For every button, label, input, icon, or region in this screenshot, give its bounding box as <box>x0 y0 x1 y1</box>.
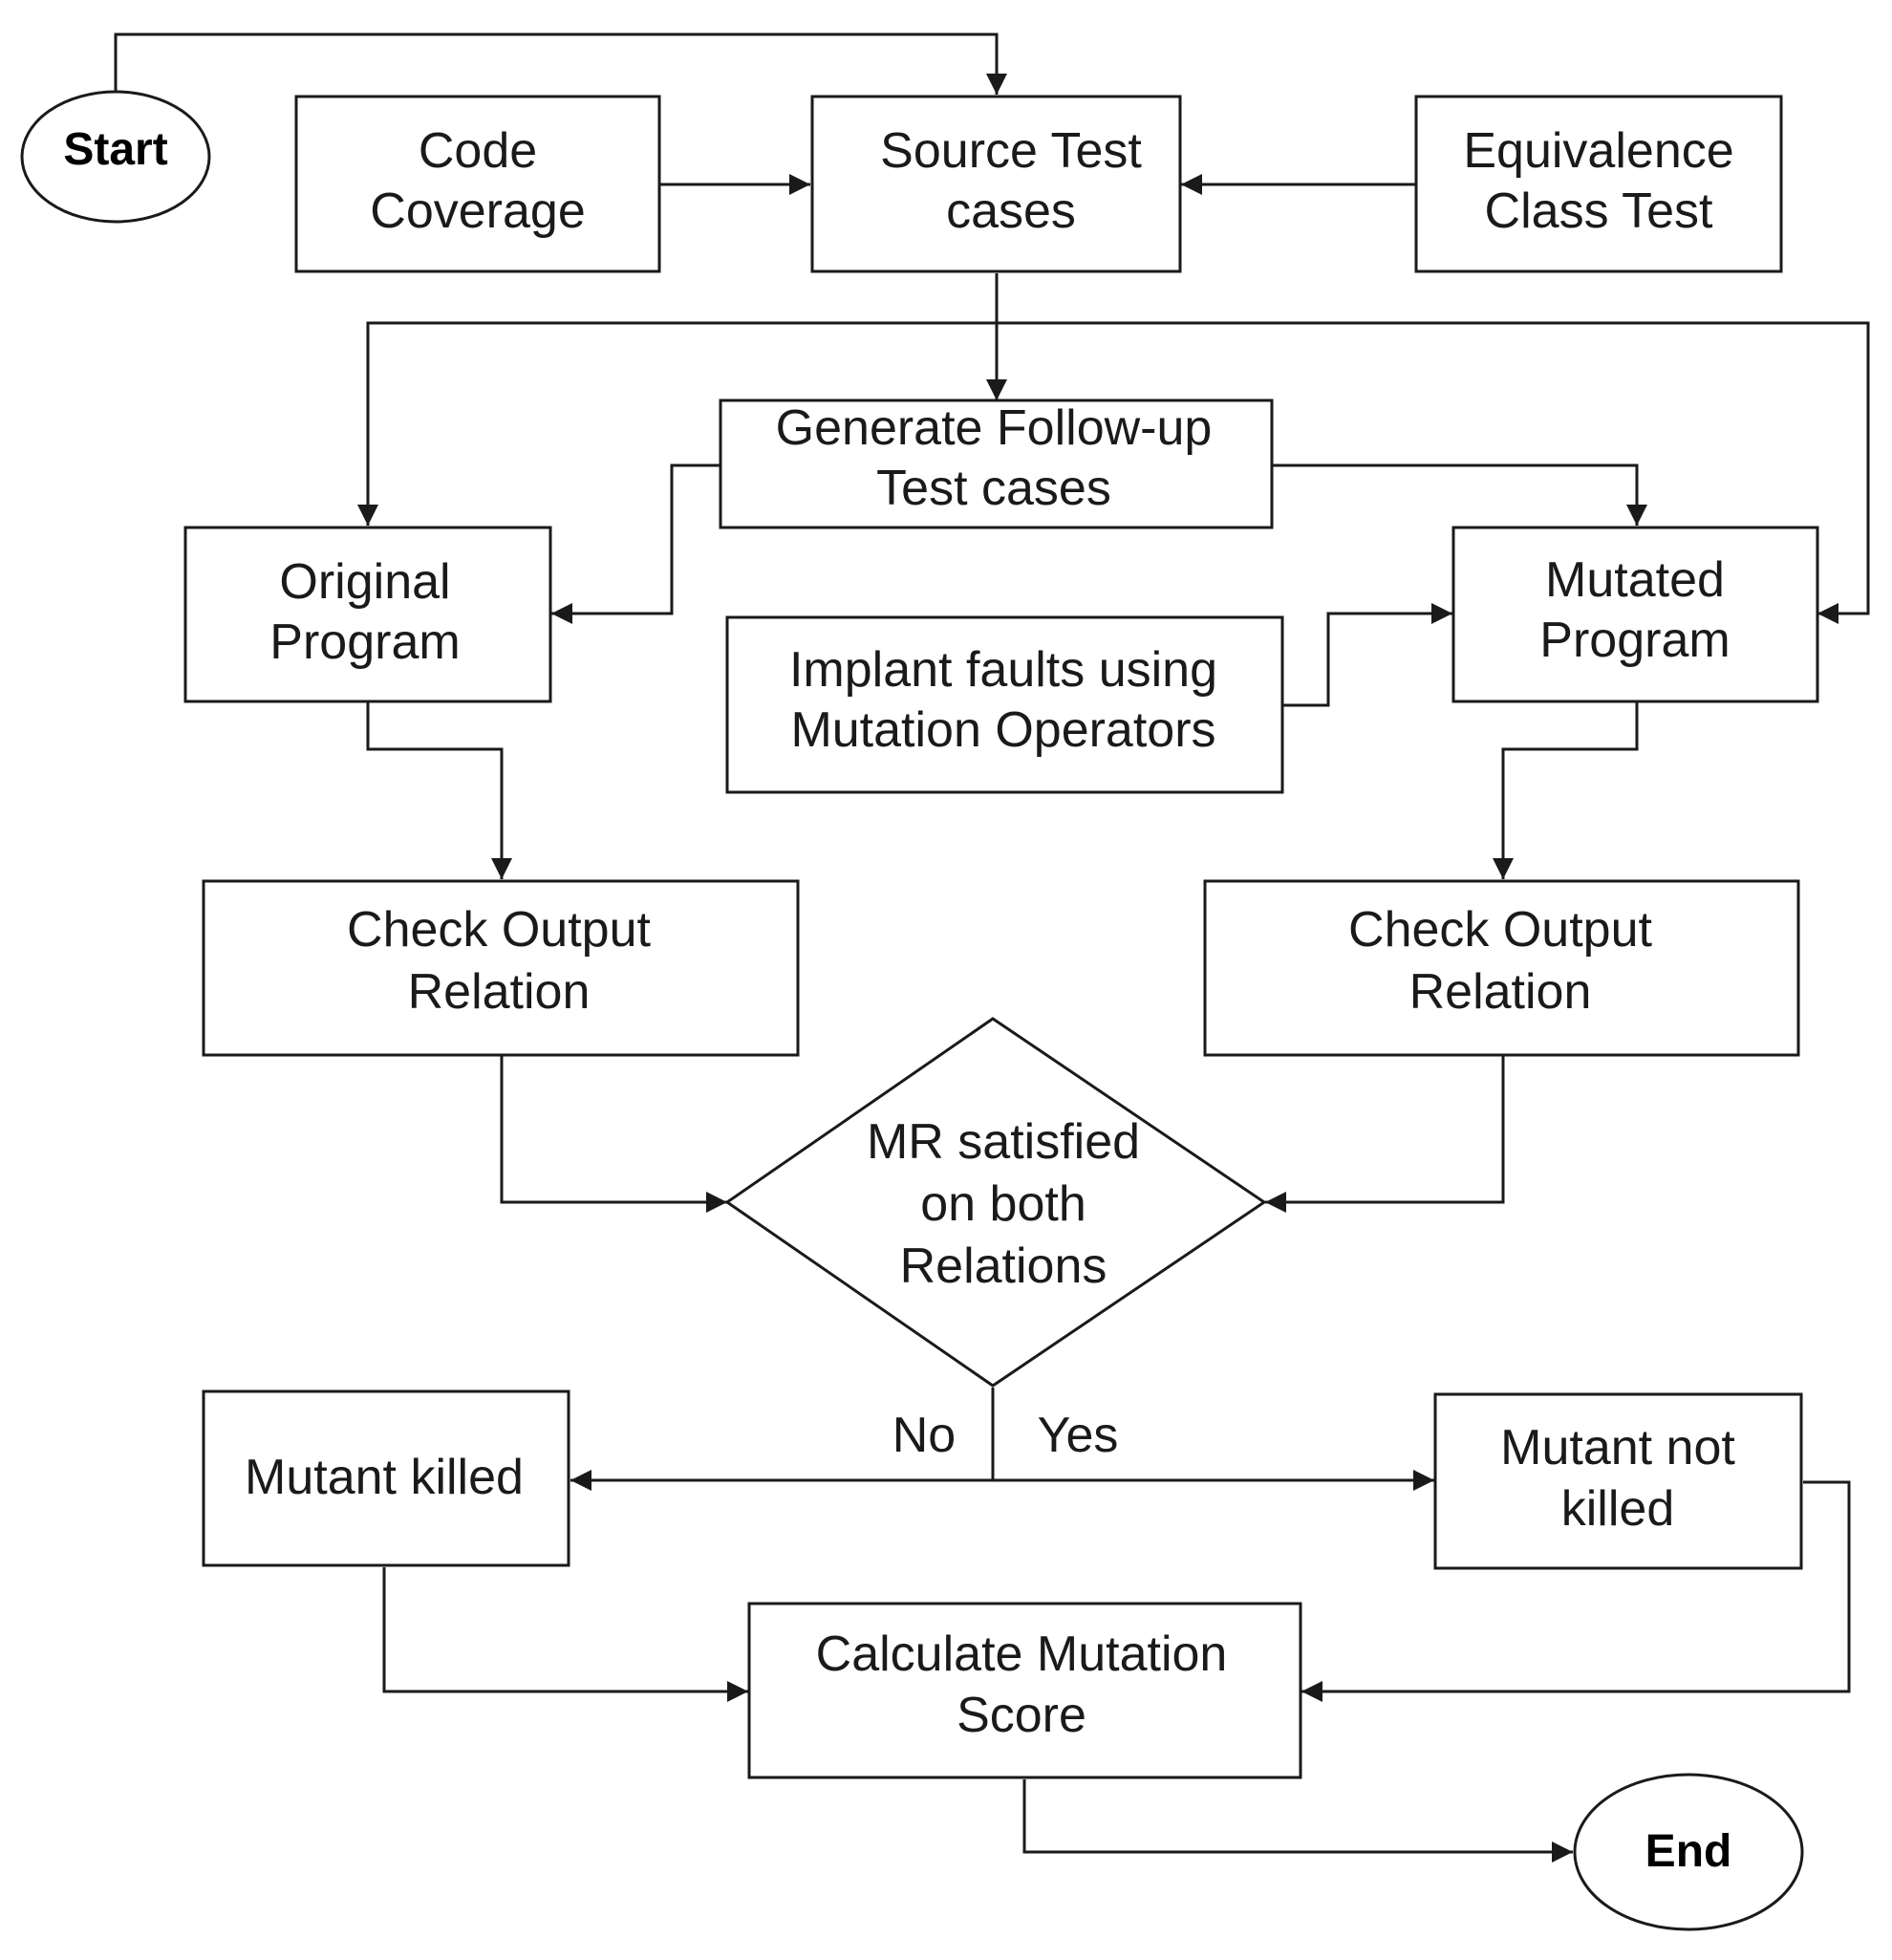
svg-text:Program: Program <box>1539 613 1730 668</box>
svg-text:Score: Score <box>957 1688 1086 1743</box>
svg-text:Implant faults using: Implant faults using <box>789 642 1217 698</box>
mutant-not-killed-line-1: Mutant not <box>1500 1420 1735 1475</box>
equivalence-line-1: Equivalence <box>1463 123 1733 179</box>
svg-text:End: End <box>1645 1826 1732 1877</box>
generate-followup-line-2: Test cases <box>876 461 1111 516</box>
edge-killed-to-score <box>382 1567 748 1702</box>
mutated-program-node: Mutated Program <box>1451 526 1819 703</box>
edge-start-to-source <box>114 32 1007 95</box>
svg-text:on both: on both <box>920 1176 1086 1232</box>
svg-text:Calculate Mutation: Calculate Mutation <box>816 1626 1228 1682</box>
svg-text:Code: Code <box>419 123 537 179</box>
equivalence-class-test-node: Equivalence Class Test <box>1414 95 1783 273</box>
svg-text:cases: cases <box>946 183 1076 239</box>
decision-line-3: Relations <box>900 1238 1107 1294</box>
end-label: End <box>1645 1826 1732 1877</box>
decision-node: MR satisfied on both Relations <box>724 1017 1267 1388</box>
svg-text:Relations: Relations <box>900 1238 1107 1294</box>
mutant-not-killed-node: Mutant not killed <box>1433 1392 1803 1570</box>
edge-generate-to-original <box>551 463 720 624</box>
svg-text:Mutant killed: Mutant killed <box>245 1450 524 1505</box>
svg-text:Start: Start <box>63 124 167 175</box>
mutant-not-killed-line-2: killed <box>1561 1481 1675 1537</box>
svg-text:Mutated: Mutated <box>1545 552 1725 608</box>
source-test-cases-line-1: Source Test <box>880 123 1142 179</box>
svg-text:Generate Follow-up: Generate Follow-up <box>776 400 1213 456</box>
edge-source-to-mutated <box>997 321 1870 624</box>
yes-label: Yes <box>1038 1408 1119 1463</box>
check-left-line-2: Relation <box>408 964 591 1020</box>
svg-text:Mutation Operators: Mutation Operators <box>790 702 1215 758</box>
svg-text:Class Test: Class Test <box>1485 183 1713 239</box>
edges <box>114 32 1870 1863</box>
decision-line-2: on both <box>920 1176 1086 1232</box>
calculate-score-line-1: Calculate Mutation <box>816 1626 1228 1682</box>
original-program-node: Original Program <box>183 526 552 703</box>
end-node: End <box>1573 1773 1804 1931</box>
equivalence-line-2: Class Test <box>1485 183 1713 239</box>
generate-followup-line-1: Generate Follow-up <box>776 400 1213 456</box>
edge-score-to-end <box>1022 1779 1573 1863</box>
no-label: No <box>892 1408 956 1463</box>
calculate-score-node: Calculate Mutation Score <box>747 1602 1302 1779</box>
svg-text:killed: killed <box>1561 1481 1675 1537</box>
svg-text:Relation: Relation <box>408 964 591 1020</box>
mutated-program-line-1: Mutated <box>1545 552 1725 608</box>
edge-mutated-to-check-right <box>1493 701 1639 879</box>
svg-text:Program: Program <box>269 614 460 670</box>
check-right-line-2: Relation <box>1409 964 1592 1020</box>
code-coverage-line-2: Coverage <box>370 183 585 239</box>
edge-check-right-to-decision <box>1265 1055 1505 1213</box>
edge-original-to-check-left <box>366 701 512 879</box>
check-left-line-1: Check Output <box>347 902 651 958</box>
svg-text:Mutant not: Mutant not <box>1500 1420 1735 1475</box>
source-test-cases-node: Source Test cases <box>810 95 1182 273</box>
check-right-line-1: Check Output <box>1348 902 1652 958</box>
svg-text:Original: Original <box>279 554 450 610</box>
svg-text:Test cases: Test cases <box>876 461 1111 516</box>
mutated-program-line-2: Program <box>1539 613 1730 668</box>
start-label: Start <box>63 124 167 175</box>
decision-line-1: MR satisfied <box>867 1114 1140 1170</box>
calculate-score-line-2: Score <box>957 1688 1086 1743</box>
implant-faults-line-1: Implant faults using <box>789 642 1217 698</box>
edge-check-left-to-decision <box>500 1055 727 1213</box>
svg-text:Yes: Yes <box>1038 1408 1119 1463</box>
implant-faults-line-2: Mutation Operators <box>790 702 1215 758</box>
svg-text:No: No <box>892 1408 956 1463</box>
implant-faults-node: Implant faults using Mutation Operators <box>725 615 1284 794</box>
check-output-right-node: Check Output Relation <box>1203 879 1800 1057</box>
svg-text:Relation: Relation <box>1409 964 1592 1020</box>
edge-source-to-original <box>357 321 997 526</box>
start-node: Start <box>20 90 211 224</box>
svg-text:Source Test: Source Test <box>880 123 1142 179</box>
source-test-cases-line-2: cases <box>946 183 1076 239</box>
code-coverage-line-1: Code <box>419 123 537 179</box>
svg-text:Check Output: Check Output <box>1348 902 1652 958</box>
edge-notkilled-to-score <box>1301 1480 1851 1702</box>
code-coverage-node: Code Coverage <box>294 95 661 273</box>
edge-generate-to-mutated <box>1273 463 1647 526</box>
original-program-line-2: Program <box>269 614 460 670</box>
mutant-killed-node: Mutant killed <box>202 1389 570 1567</box>
svg-text:Equivalence: Equivalence <box>1463 123 1733 179</box>
generate-followup-node: Generate Follow-up Test cases <box>719 398 1274 529</box>
svg-text:MR satisfied: MR satisfied <box>867 1114 1140 1170</box>
edge-implant-to-mutated <box>1283 603 1452 707</box>
mutant-killed-label: Mutant killed <box>245 1450 524 1505</box>
original-program-line-1: Original <box>279 554 450 610</box>
svg-text:Coverage: Coverage <box>370 183 585 239</box>
check-output-left-node: Check Output Relation <box>202 879 800 1057</box>
svg-text:Check Output: Check Output <box>347 902 651 958</box>
